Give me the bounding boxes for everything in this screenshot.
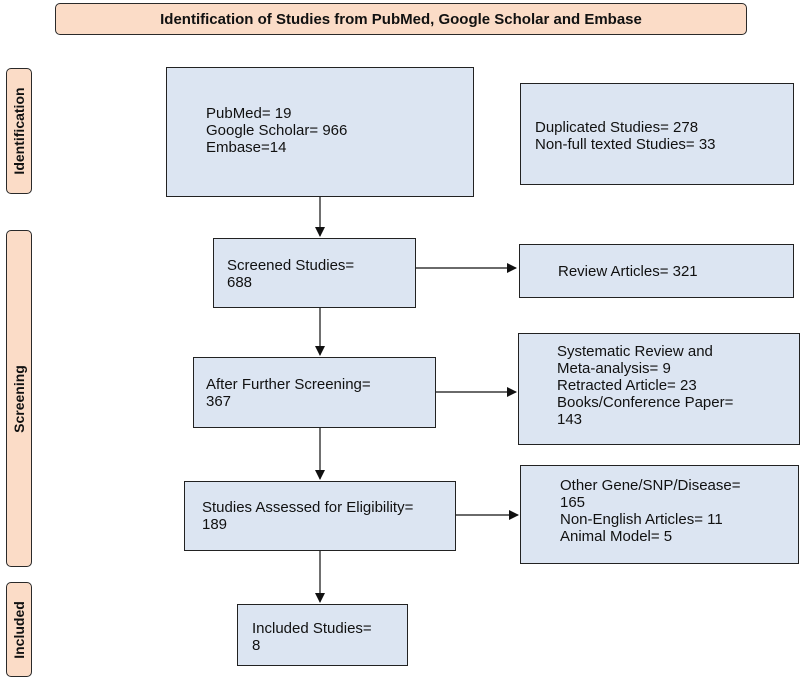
excluded-screening-line-4: Books/Conference Paper=	[557, 394, 734, 411]
screened-line-1: Screened Studies=	[227, 257, 355, 274]
sources-line-3: Embase=14	[206, 139, 287, 156]
box-sources: PubMed= 19 Google Scholar= 966 Embase=14	[166, 67, 474, 197]
box-excluded-screening: Systematic Review and Meta-analysis= 9 R…	[518, 333, 800, 445]
box-eligibility: Studies Assessed for Eligibility= 189	[184, 481, 456, 551]
header-title: Identification of Studies from PubMed, G…	[160, 10, 642, 28]
stage-identification: Identification	[6, 68, 32, 194]
further-line-2: 367	[206, 393, 232, 410]
excluded-eligibility-line-3: Non-English Articles= 11	[560, 511, 723, 528]
further-line-1: After Further Screening=	[206, 376, 371, 393]
excluded-eligibility-line-4: Animal Model= 5	[560, 528, 673, 545]
stage-screening: Screening	[6, 230, 32, 567]
stage-included: Included	[6, 582, 32, 677]
review-articles-line-1: Review Articles= 321	[558, 263, 698, 280]
duplicates-line-2: Non-full texted Studies= 33	[535, 136, 716, 153]
excluded-screening-line-3: Retracted Article= 23	[557, 377, 697, 394]
screened-line-2: 688	[227, 274, 253, 291]
eligibility-line-1: Studies Assessed for Eligibility=	[202, 499, 414, 516]
excluded-screening-line-1: Systematic Review and	[557, 343, 713, 360]
box-review-articles: Review Articles= 321	[519, 244, 794, 298]
eligibility-line-2: 189	[202, 516, 228, 533]
sources-line-2: Google Scholar= 966	[206, 122, 348, 139]
flow-header: Identification of Studies from PubMed, G…	[55, 3, 747, 35]
excluded-screening-line-5: 143	[557, 411, 583, 428]
excluded-eligibility-line-2: 165	[560, 494, 586, 511]
box-duplicates: Duplicated Studies= 278 Non-full texted …	[520, 83, 794, 185]
sources-line-1: PubMed= 19	[206, 105, 292, 122]
excluded-eligibility-line-1: Other Gene/SNP/Disease=	[560, 477, 741, 494]
box-included: Included Studies= 8	[237, 604, 408, 666]
box-screened: Screened Studies= 688	[213, 238, 416, 308]
box-excluded-eligibility: Other Gene/SNP/Disease= 165 Non-English …	[520, 465, 799, 564]
excluded-screening-line-2: Meta-analysis= 9	[557, 360, 671, 377]
box-further-screening: After Further Screening= 367	[193, 357, 436, 428]
included-line-2: 8	[252, 637, 261, 654]
duplicates-line-1: Duplicated Studies= 278	[535, 119, 699, 136]
included-line-1: Included Studies=	[252, 620, 372, 637]
